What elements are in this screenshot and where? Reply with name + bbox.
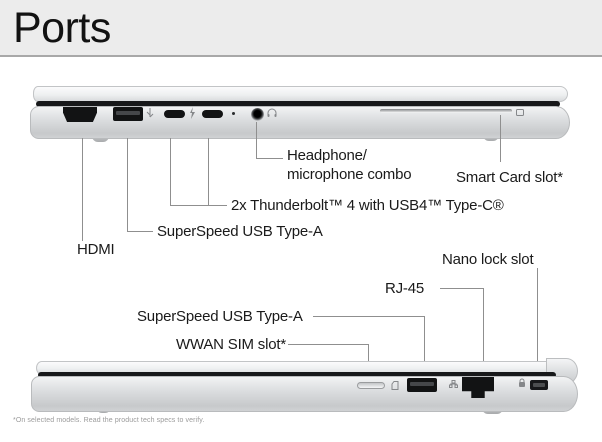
label-nano-lock: Nano lock slot xyxy=(442,251,534,268)
label-usb-a-top: SuperSpeed USB Type-A xyxy=(157,223,323,240)
laptop-lid xyxy=(33,86,568,102)
footnote: *On selected models. Read the product te… xyxy=(13,417,205,424)
callout-line-smart-card xyxy=(500,115,501,162)
laptop-hinge-gap xyxy=(38,372,556,378)
callout-line-wwan-sim xyxy=(288,344,368,345)
page-title: Ports xyxy=(13,4,111,52)
callout-line-usb-a xyxy=(127,138,128,231)
usb-c-port xyxy=(164,110,185,118)
label-headphone-line1: Headphone/ xyxy=(287,147,367,164)
sim-card-icon xyxy=(391,381,399,390)
label-wwan-sim: WWAN SIM slot* xyxy=(176,336,286,353)
callout-line-usb-a-bottom xyxy=(424,316,425,377)
callout-line-usb-a xyxy=(127,231,153,232)
headset-icon xyxy=(267,108,277,119)
laptop-hinge-gap xyxy=(36,101,560,107)
usb-a-port xyxy=(113,107,143,121)
smart-card-slot xyxy=(380,109,512,113)
label-hdmi: HDMI xyxy=(77,241,115,258)
usb-a-port xyxy=(407,378,437,392)
callout-line-nano-lock xyxy=(537,268,538,379)
callout-line-headphone xyxy=(256,122,257,158)
label-smart-card: Smart Card slot* xyxy=(456,169,563,186)
callout-line-thunderbolt xyxy=(170,138,171,205)
ethernet-icon xyxy=(449,380,458,388)
callout-line-hdmi xyxy=(82,138,83,241)
laptop-body xyxy=(31,376,578,412)
hdmi-port xyxy=(63,107,97,122)
header-band: Ports xyxy=(0,0,602,57)
wwan-sim-slot xyxy=(357,382,385,389)
label-headphone-line2: microphone combo xyxy=(287,166,412,183)
usb-c-port xyxy=(202,110,223,118)
callout-line-usb-a-bottom xyxy=(313,316,424,317)
callout-line-thunderbolt xyxy=(208,138,209,205)
callout-line-headphone xyxy=(256,158,283,159)
label-thunderbolt: 2x Thunderbolt™ 4 with USB4™ Type-C® xyxy=(231,197,504,214)
label-usb-a-bottom: SuperSpeed USB Type-A xyxy=(137,308,303,325)
thunderbolt-icon xyxy=(188,107,196,119)
nano-lock-slot xyxy=(530,380,548,390)
callout-line-thunderbolt xyxy=(170,205,227,206)
superspeed-usb-icon xyxy=(146,108,154,118)
label-headphone-combo: Headphone/ microphone combo xyxy=(287,146,412,184)
smart-card-icon xyxy=(516,109,524,116)
label-rj45: RJ-45 xyxy=(385,280,425,297)
microphone-hole xyxy=(232,112,235,115)
lock-icon xyxy=(518,378,526,388)
callout-line-rj45 xyxy=(483,288,484,378)
callout-line-rj45 xyxy=(440,288,483,289)
headphone-jack xyxy=(251,108,264,121)
